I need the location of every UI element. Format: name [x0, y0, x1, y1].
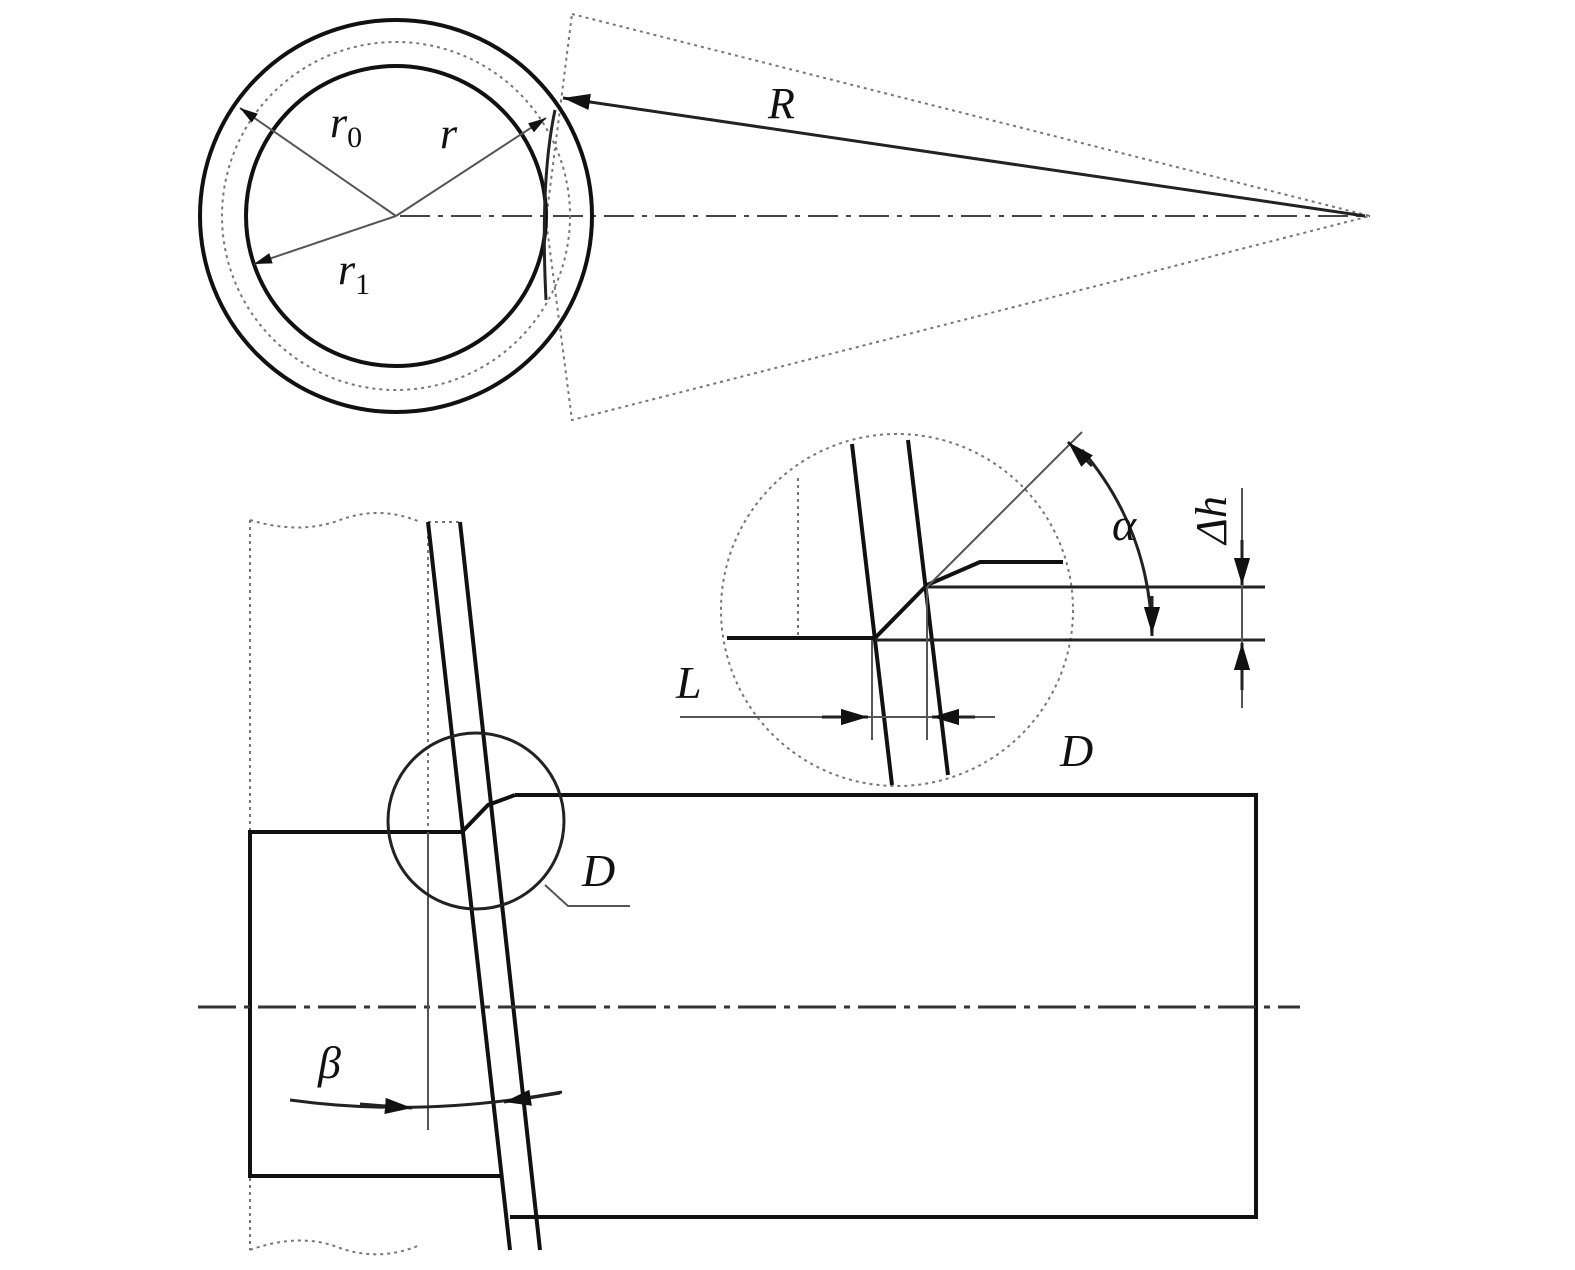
joint-chamfer	[460, 793, 516, 834]
detail-face-left	[850, 443, 894, 786]
label-L: L	[675, 657, 702, 708]
label-r1: r1	[338, 245, 370, 301]
beta-arrow-right	[503, 1089, 561, 1106]
ring-view: r0 r r1 R	[198, 13, 1371, 422]
mid-circle	[221, 41, 571, 391]
cone-outline	[544, 13, 1371, 422]
inner-circle	[244, 64, 548, 368]
radius-r1-line	[253, 215, 397, 265]
label-alpha: α	[1112, 499, 1137, 550]
radius-r0-line	[239, 107, 397, 217]
detail-circle-small	[386, 731, 566, 911]
radius-R-line	[562, 93, 1366, 218]
label-r0: r0	[330, 98, 362, 154]
detail-view: α Δh L D	[675, 431, 1265, 787]
label-R: R	[767, 79, 795, 128]
axial-view: D β	[198, 512, 1300, 1256]
detail-circle-large	[720, 433, 1074, 787]
label-D-detail: D	[1059, 725, 1093, 776]
label-r: r	[440, 109, 458, 158]
beta-arrow-left	[359, 1097, 413, 1115]
outer-circle	[198, 18, 594, 414]
alpha-inclined-line	[926, 431, 1083, 588]
left-section	[248, 830, 502, 1178]
radius-r-line	[395, 117, 547, 217]
label-D-callout: D	[581, 845, 615, 896]
tube-outline-dotted	[249, 512, 429, 1256]
label-beta: β	[317, 1037, 341, 1088]
detail-leader	[544, 884, 630, 907]
die-face-left	[426, 521, 512, 1251]
die-face-right	[458, 521, 542, 1251]
label-delta-h: Δh	[1187, 496, 1236, 546]
alpha-arrow-top	[1066, 440, 1094, 468]
contact-arc	[542, 109, 557, 301]
detail-chamfer	[873, 560, 1063, 640]
